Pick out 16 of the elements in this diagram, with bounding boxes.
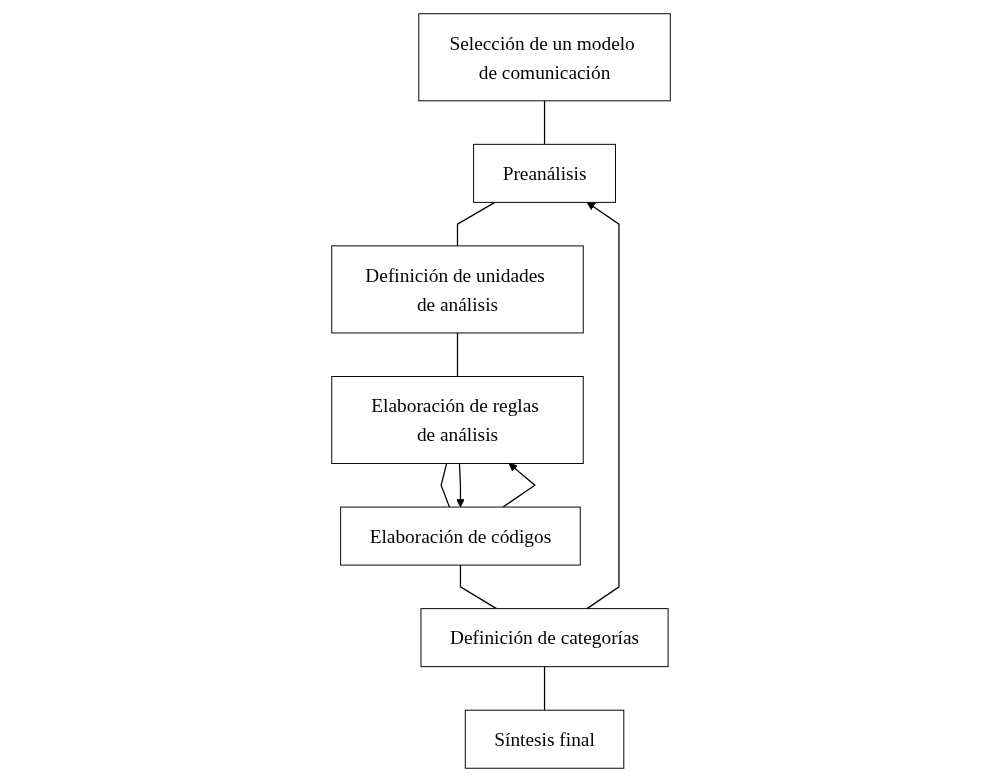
connector [456, 201, 496, 247]
node-box: Preanálisis [473, 143, 616, 203]
node-box: Definición de unidades de análisis [331, 245, 584, 334]
connector [459, 564, 498, 610]
connector [440, 462, 450, 508]
arrow [456, 462, 465, 508]
connector [543, 666, 546, 711]
node-box: Definición de categorías [420, 608, 669, 668]
connector [456, 332, 459, 378]
connector [543, 100, 546, 145]
node-box: Elaboración de reglas de análisis [331, 376, 584, 465]
node-box: Elaboración de códigos [340, 506, 581, 566]
arrow [502, 463, 536, 508]
node-box: Selección de un modelo de comunicación [418, 13, 671, 102]
arrow [586, 202, 620, 610]
node-box: Síntesis final [464, 709, 625, 769]
